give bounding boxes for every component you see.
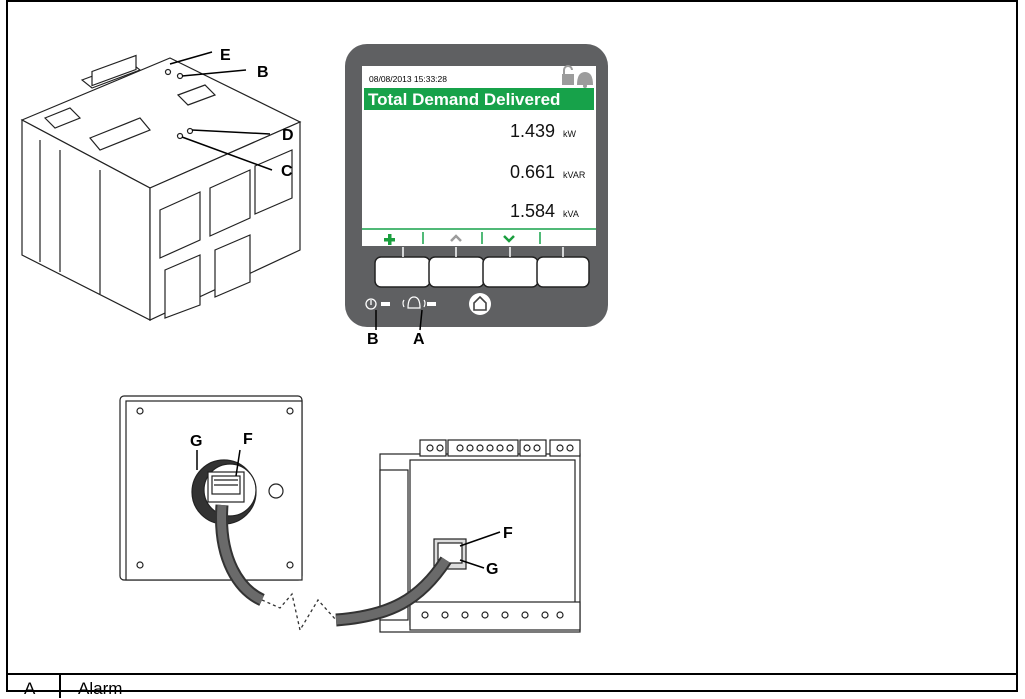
reading-unit: kVA	[563, 209, 579, 219]
plus-icon	[384, 234, 395, 245]
leader-lines-bottom-left	[196, 449, 241, 477]
reading-unit: kVAR	[563, 170, 586, 180]
callout-b-top: B	[257, 64, 269, 81]
home-icon	[473, 295, 487, 311]
meter-base-illustration	[20, 54, 302, 321]
bell-icon	[577, 72, 593, 88]
reading-value: 0.661	[510, 162, 555, 182]
cable-right-core	[335, 557, 450, 625]
softkey-4-button[interactable]	[536, 256, 590, 288]
meter-side-illustration	[379, 439, 581, 633]
legend-key: A	[24, 679, 36, 698]
callout-c: C	[281, 163, 293, 180]
display-rear-illustration	[119, 395, 303, 581]
chevron-up-icon	[450, 234, 462, 242]
chevron-down-icon	[503, 235, 515, 243]
callout-g-left: G	[190, 433, 202, 450]
legend-key-cell	[6, 675, 61, 698]
leader-lines-display	[375, 309, 423, 331]
softkey-1-button[interactable]	[374, 256, 431, 288]
display-reading-2: 0.661 kVAR	[510, 162, 586, 182]
display-title: Total Demand Delivered	[368, 90, 560, 109]
callout-f-left: F	[243, 431, 253, 448]
alarm-icon	[402, 296, 426, 309]
display-header-bar	[364, 88, 594, 110]
callout-f-right: F	[503, 525, 513, 542]
softkey-3-button[interactable]	[482, 256, 539, 288]
reading-value: 1.439	[510, 121, 555, 141]
reading-unit: kW	[563, 129, 577, 139]
callout-b-display: B	[367, 331, 379, 348]
legend-row: A Alarm	[6, 673, 1018, 698]
cable-left-core	[217, 504, 265, 605]
leader-lines-top-left	[169, 51, 273, 171]
cable-break-symbol	[261, 592, 337, 632]
callout-g-right: G	[486, 561, 498, 578]
leader-lines-bottom-right	[459, 531, 501, 569]
remote-display	[345, 44, 608, 327]
callout-e: E	[220, 47, 231, 64]
display-reading-3: 1.584 kVA	[510, 201, 579, 221]
display-datetime: 08/08/2013 15:33:28	[369, 74, 447, 84]
alarm-led	[427, 302, 436, 306]
legend-description: Alarm	[78, 679, 123, 698]
callout-d: D	[282, 127, 294, 144]
power-led	[381, 302, 390, 306]
callout-a-display: A	[413, 331, 425, 348]
power-icon	[365, 298, 377, 310]
reading-value: 1.584	[510, 201, 555, 221]
display-reading-1: 1.439 kW	[510, 121, 577, 141]
softkey-2-button[interactable]	[428, 256, 485, 288]
figure-frame	[6, 0, 1018, 692]
lock-icon	[562, 65, 574, 85]
